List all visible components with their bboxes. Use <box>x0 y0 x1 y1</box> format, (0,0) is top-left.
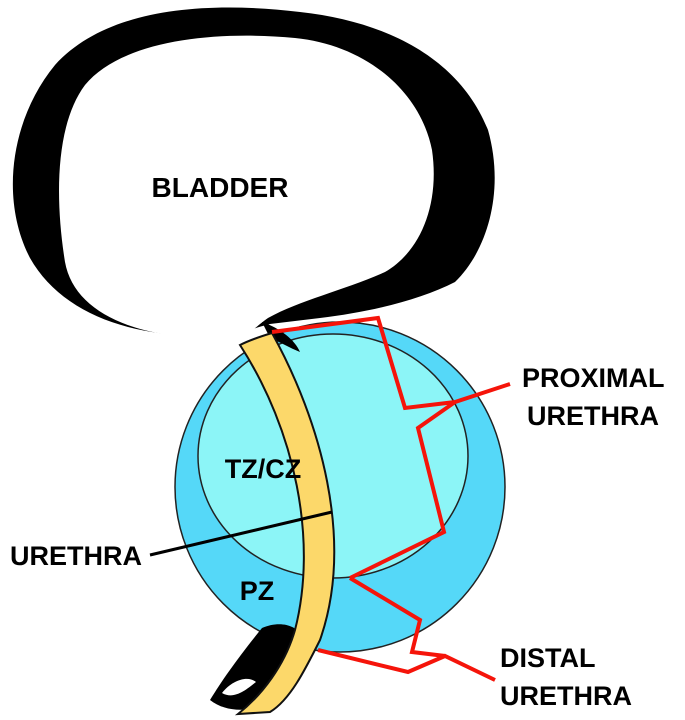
label-tz-cz: TZ/CZ <box>225 454 301 484</box>
bladder-lumen <box>59 35 434 338</box>
label-bladder: BLADDER <box>152 172 289 203</box>
label-distal-urethra-line1: DISTAL <box>500 643 596 673</box>
label-proximal-urethra-line1: PROXIMAL <box>522 363 665 393</box>
distal-urethra-bracket <box>317 576 496 682</box>
proximal-urethra-bracket <box>271 315 511 580</box>
label-distal-urethra-line2: URETHRA <box>500 681 632 711</box>
bladder-neck <box>262 322 300 352</box>
label-urethra: URETHRA <box>10 541 142 571</box>
urethra-pointer-line <box>149 510 333 557</box>
label-proximal-urethra-line2: URETHRA <box>527 401 659 431</box>
urethra-tube <box>234 331 336 716</box>
distal-tissue-highlight <box>222 678 256 696</box>
label-pz: PZ <box>240 576 275 606</box>
